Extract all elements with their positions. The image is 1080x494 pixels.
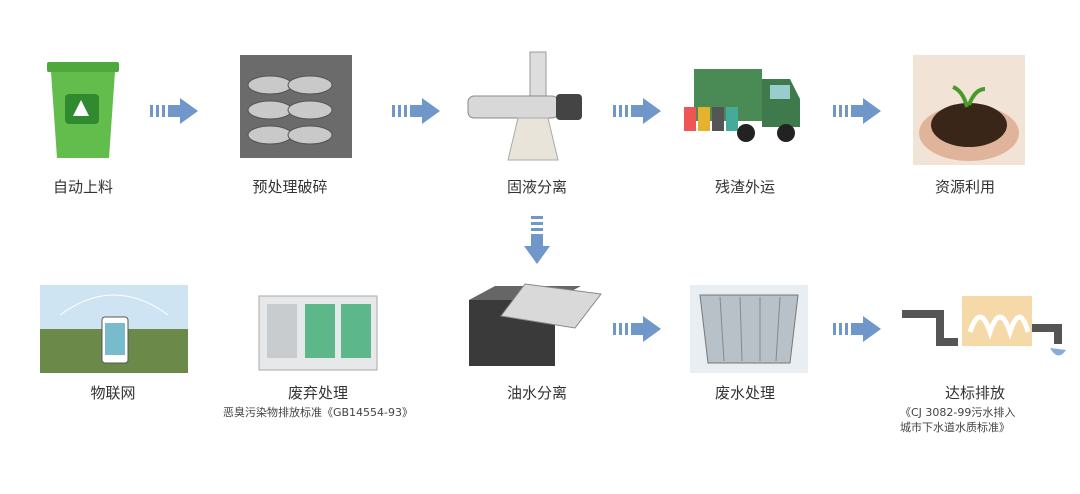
step-label-compliant-discharge: 达标排放	[944, 384, 1005, 402]
sewer-standard-note-line-1: 《CJ 3082-99污水排入	[900, 406, 1016, 419]
right-arrow-icon	[150, 98, 198, 124]
right-arrow-icon	[392, 98, 440, 124]
step-label-auto-feed: 自动上料	[52, 178, 113, 196]
odor-standard-note: 恶臭污染物排放标准《GB14554-93》	[222, 406, 414, 419]
right-arrow-icon	[833, 316, 881, 342]
sewer-standard-note: 《CJ 3082-99污水排入 城市下水道水质标准》	[900, 405, 1060, 435]
right-arrow-icon	[613, 98, 661, 124]
step-label-solid-liquid-separation: 固液分离	[506, 178, 567, 196]
step-label-residue-transport: 残渣外运	[714, 178, 775, 196]
down-arrow-icon	[524, 216, 550, 264]
deodorization-cabinet-icon	[258, 295, 378, 371]
step-label-wastewater-treatment: 废水处理	[714, 384, 775, 402]
iot-icon	[40, 285, 188, 373]
step-label-resource-utilization: 资源利用	[934, 178, 995, 196]
garbage-truck-icon	[684, 69, 800, 142]
soil-hands-icon	[913, 55, 1025, 165]
step-label-shredding: 预处理破碎	[252, 178, 328, 196]
discharge-icon	[902, 296, 1066, 356]
step-label-waste-gas-treatment: 废弃处理	[287, 384, 348, 402]
oil-water-separator-icon	[469, 283, 602, 366]
right-arrow-icon	[833, 98, 881, 124]
step-label-oil-water-separation: 油水分离	[506, 384, 567, 402]
membrane-module-icon	[690, 285, 808, 373]
trash-bin-icon	[47, 62, 119, 158]
step-label-iot: 物联网	[90, 384, 136, 402]
screw-press-icon	[467, 51, 582, 161]
sewer-standard-note-line-2: 城市下水道水质标准》	[900, 421, 1010, 434]
right-arrow-icon	[613, 316, 661, 342]
shredder-icon	[240, 55, 352, 158]
